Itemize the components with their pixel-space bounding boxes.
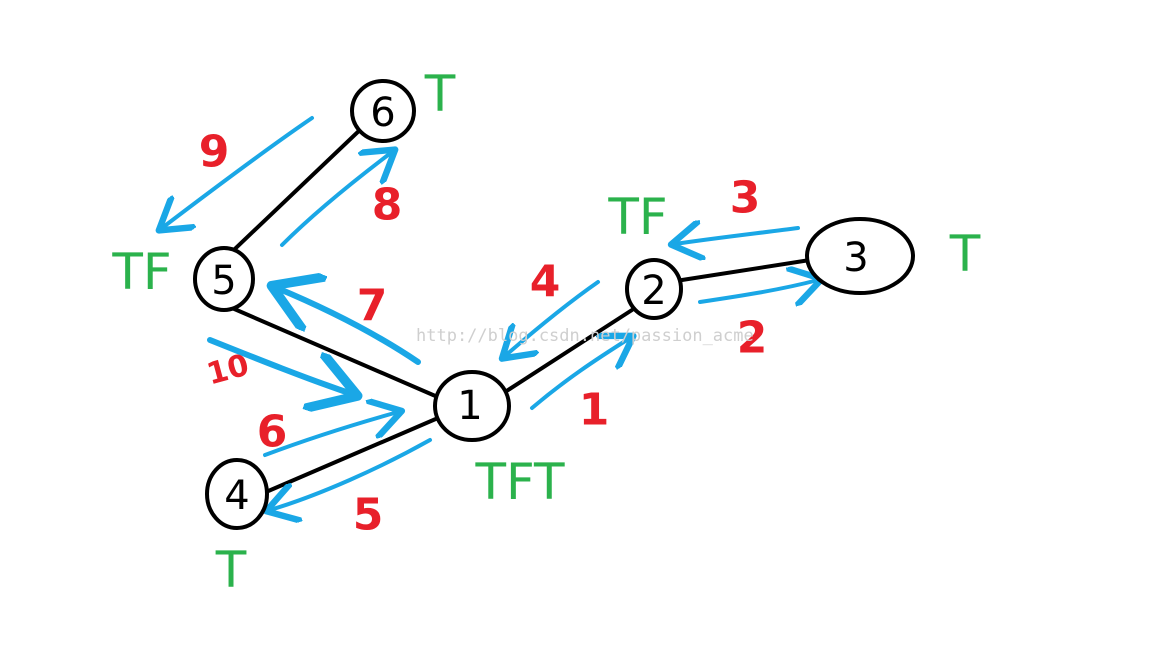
tag-node-3: T bbox=[949, 225, 981, 283]
node-tags: T TF TF T TFT T bbox=[111, 65, 980, 599]
tag-node-2: TF bbox=[607, 188, 667, 246]
arrow-step-7 bbox=[277, 288, 421, 365]
tag-node-4: T bbox=[215, 541, 247, 599]
node-2: 2 bbox=[625, 258, 683, 320]
node-4: 4 bbox=[205, 458, 269, 530]
arrow-step-8 bbox=[280, 152, 392, 247]
arrow-step-1 bbox=[530, 338, 630, 410]
step-number-9: 9 bbox=[199, 127, 230, 178]
node-label-4: 4 bbox=[224, 473, 249, 519]
tag-node-6: T bbox=[424, 65, 456, 123]
edges bbox=[216, 125, 812, 494]
step-number-2: 2 bbox=[737, 313, 768, 364]
step-number-7: 7 bbox=[357, 281, 388, 332]
edge-2-3 bbox=[680, 258, 812, 282]
arrow-step-2 bbox=[698, 280, 818, 302]
step-number-4: 4 bbox=[530, 257, 561, 308]
arrow-step-9 bbox=[162, 116, 314, 228]
arrow-step-3 bbox=[675, 228, 800, 244]
node-6: 6 bbox=[350, 79, 416, 143]
edge-6-5 bbox=[216, 125, 365, 267]
node-label-2: 2 bbox=[641, 268, 666, 314]
step-number-5: 5 bbox=[353, 490, 384, 541]
arrow-step-10 bbox=[207, 337, 352, 394]
tag-node-5: TF bbox=[111, 243, 171, 301]
node-label-5: 5 bbox=[211, 258, 236, 304]
edge-1-4 bbox=[264, 416, 440, 494]
node-1: 1 bbox=[433, 370, 511, 442]
node-label-3: 3 bbox=[843, 235, 868, 281]
node-5: 5 bbox=[193, 246, 255, 312]
watermark-text: http://blog.csdn.net/passion_acme bbox=[416, 326, 754, 346]
arrow-step-6 bbox=[263, 412, 398, 457]
node-label-6: 6 bbox=[370, 90, 395, 136]
node-label-1: 1 bbox=[457, 383, 482, 429]
traversal-arrows bbox=[162, 116, 818, 510]
nodes: 6 5 1 2 3 4 bbox=[193, 79, 915, 530]
step-number-10: 10 bbox=[203, 348, 252, 393]
step-number-6: 6 bbox=[257, 407, 288, 458]
tag-node-1: TFT bbox=[475, 453, 565, 511]
arrow-step-5 bbox=[270, 438, 432, 510]
step-number-1: 1 bbox=[579, 385, 610, 436]
node-3: 3 bbox=[805, 217, 915, 295]
step-number-8: 8 bbox=[372, 180, 403, 231]
step-numbers: 1 2 3 4 5 6 7 8 9 10 bbox=[199, 127, 768, 541]
edge-1-2 bbox=[503, 308, 634, 394]
step-number-3: 3 bbox=[730, 173, 761, 224]
arrow-step-4 bbox=[505, 280, 600, 356]
